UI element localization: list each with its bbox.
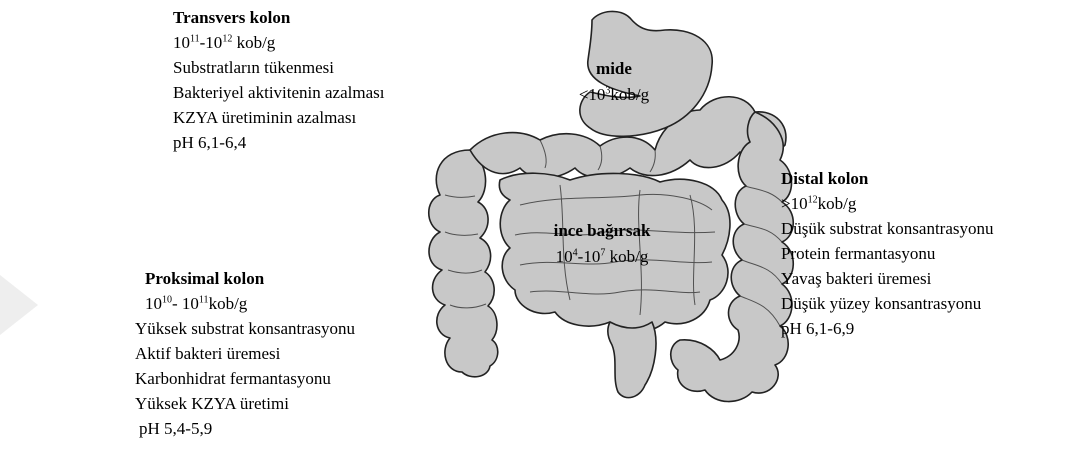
distal-line: Düşük substrat konsantrasyonu [781,216,993,241]
distal-line: pH 6,1-6,9 [781,316,993,341]
transvers-line: Substratların tükenmesi [173,55,384,80]
stomach-label: mide <103kob/g [574,56,654,108]
proksimal-title: Proksimal kolon [135,266,355,291]
distal-line: Protein fermantasyonu [781,241,993,266]
proksimal-line: Karbonhidrat fermantasyonu [135,366,355,391]
transvers-title: Transvers kolon [173,5,384,30]
rectum [608,322,656,398]
stomach-count: <103kob/g [574,82,654,108]
distal-kolon-block: Distal kolon >1012kob/g Düşük substrat k… [781,166,993,341]
stomach-name: mide [574,56,654,82]
distal-line: Yavaş bakteri üremesi [781,266,993,291]
transvers-line: pH 6,1-6,4 [173,130,384,155]
small-intestine-count: 104-107 kob/g [522,244,682,270]
transvers-count: 1011-1012 kob/g [173,30,384,55]
small-intestine-label: ince bağırsak 104-107 kob/g [522,218,682,270]
distal-title: Distal kolon [781,166,993,191]
distal-count: >1012kob/g [781,191,993,216]
transvers-kolon-block: Transvers kolon 1011-1012 kob/g Substrat… [173,5,384,155]
transvers-line: Bakteriyel aktivitenin azalması [173,80,384,105]
proksimal-line: Yüksek substrat konsantrasyonu [135,316,355,341]
proksimal-kolon-block: Proksimal kolon 1010- 1011kob/g Yüksek s… [135,266,355,441]
transvers-line: KZYA üretiminin azalması [173,105,384,130]
ascending-colon [429,150,498,377]
proksimal-line: pH 5,4-5,9 [135,416,355,441]
distal-line: Düşük yüzey konsantrasyonu [781,291,993,316]
small-intestine-name: ince bağırsak [522,218,682,244]
proksimal-line: Aktif bakteri üremesi [135,341,355,366]
proksimal-line: Yüksek KZYA üretimi [135,391,355,416]
proksimal-count: 1010- 1011kob/g [135,291,355,316]
